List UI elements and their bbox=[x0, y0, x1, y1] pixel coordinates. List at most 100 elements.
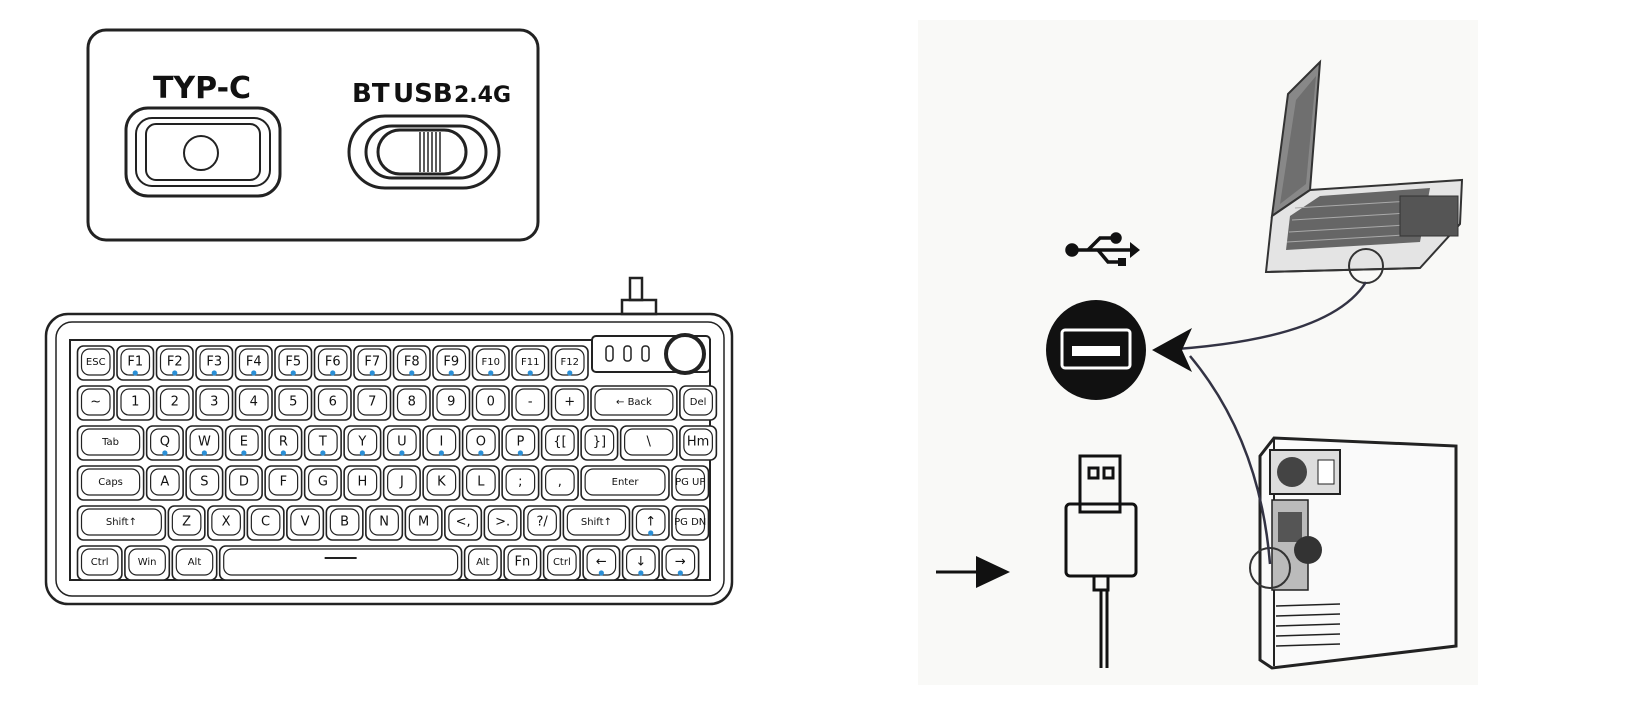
key-shift-[interactable]: Shift↑ bbox=[76, 505, 167, 541]
desktop-tower-icon bbox=[1249, 436, 1458, 670]
key--[interactable]: >. bbox=[483, 505, 522, 541]
key--[interactable]: ↓ bbox=[621, 545, 660, 581]
key-win[interactable]: Win bbox=[124, 545, 171, 581]
key-h[interactable]: H bbox=[343, 465, 382, 501]
key-label: R bbox=[279, 435, 288, 450]
key-0[interactable]: 0 bbox=[471, 385, 510, 421]
key-pg-up[interactable]: PG UP bbox=[671, 465, 710, 501]
key-k[interactable]: K bbox=[422, 465, 461, 501]
key-f10[interactable]: F10 bbox=[471, 345, 510, 381]
key-label: F9 bbox=[443, 355, 459, 370]
key-fn-marker bbox=[241, 450, 247, 456]
key-s[interactable]: S bbox=[185, 465, 224, 501]
key-label: 9 bbox=[447, 395, 455, 410]
key--[interactable]: ← bbox=[582, 545, 621, 581]
key-fn[interactable]: Fn bbox=[503, 545, 542, 581]
key--[interactable]: ~ bbox=[76, 385, 115, 421]
key-caps[interactable]: Caps bbox=[76, 465, 145, 501]
switch-panel-frame bbox=[86, 28, 540, 242]
key-3[interactable]: 3 bbox=[195, 385, 234, 421]
key-fn-marker bbox=[251, 370, 257, 376]
key-i[interactable]: I bbox=[422, 425, 461, 461]
key-l[interactable]: L bbox=[461, 465, 500, 501]
key-fn-marker bbox=[448, 370, 454, 376]
key-e[interactable]: E bbox=[224, 425, 263, 461]
key--[interactable]: - bbox=[511, 385, 550, 421]
key-label: Caps bbox=[98, 477, 123, 488]
key-f11[interactable]: F11 bbox=[511, 345, 550, 381]
key--[interactable]: \ bbox=[619, 425, 678, 461]
key-f4[interactable]: F4 bbox=[234, 345, 273, 381]
key--[interactable]: }] bbox=[580, 425, 619, 461]
key-shift-[interactable]: Shift↑ bbox=[562, 505, 631, 541]
key-f[interactable]: F bbox=[264, 465, 303, 501]
key-esc[interactable]: ESC bbox=[76, 345, 115, 381]
key--[interactable]: ; bbox=[501, 465, 540, 501]
key-fn-marker bbox=[320, 450, 326, 456]
key-2[interactable]: 2 bbox=[155, 385, 194, 421]
key-x[interactable]: X bbox=[207, 505, 246, 541]
key-7[interactable]: 7 bbox=[353, 385, 392, 421]
key-ctrl[interactable]: Ctrl bbox=[542, 545, 581, 581]
key-o[interactable]: O bbox=[461, 425, 500, 461]
key-fn-marker bbox=[648, 530, 654, 536]
key-del[interactable]: Del bbox=[679, 385, 718, 421]
key--[interactable]: ?/ bbox=[523, 505, 562, 541]
key-alt[interactable]: Alt bbox=[171, 545, 218, 581]
key-f1[interactable]: F1 bbox=[116, 345, 155, 381]
key-alt[interactable]: Alt bbox=[463, 545, 502, 581]
key-v[interactable]: V bbox=[286, 505, 325, 541]
key-4[interactable]: 4 bbox=[234, 385, 273, 421]
key-f12[interactable]: F12 bbox=[550, 345, 589, 381]
key-tab[interactable]: Tab bbox=[76, 425, 145, 461]
key--[interactable]: ↑ bbox=[631, 505, 670, 541]
key-enter[interactable]: Enter bbox=[580, 465, 670, 501]
key--[interactable]: + bbox=[550, 385, 589, 421]
key-pg-dn[interactable]: PG DN bbox=[671, 505, 710, 541]
key-9[interactable]: 9 bbox=[432, 385, 471, 421]
mode-slider-switch[interactable] bbox=[347, 114, 501, 190]
key--[interactable]: <, bbox=[444, 505, 483, 541]
key-q[interactable]: Q bbox=[145, 425, 184, 461]
key-c[interactable]: C bbox=[246, 505, 285, 541]
key-label: PG UP bbox=[675, 477, 705, 488]
key-a[interactable]: A bbox=[145, 465, 184, 501]
key-r[interactable]: R bbox=[264, 425, 303, 461]
key-label: Fn bbox=[514, 555, 530, 570]
key-g[interactable]: G bbox=[303, 465, 342, 501]
key-t[interactable]: T bbox=[303, 425, 342, 461]
key-6[interactable]: 6 bbox=[313, 385, 352, 421]
key-u[interactable]: U bbox=[382, 425, 421, 461]
key-hm[interactable]: Hm bbox=[679, 425, 718, 461]
key-f9[interactable]: F9 bbox=[432, 345, 471, 381]
key-f2[interactable]: F2 bbox=[155, 345, 194, 381]
key-f7[interactable]: F7 bbox=[353, 345, 392, 381]
key-ctrl[interactable]: Ctrl bbox=[76, 545, 123, 581]
key-label: Shift↑ bbox=[581, 517, 612, 528]
key-5[interactable]: 5 bbox=[274, 385, 313, 421]
key-y[interactable]: Y bbox=[343, 425, 382, 461]
key-z[interactable]: Z bbox=[167, 505, 206, 541]
key-f6[interactable]: F6 bbox=[313, 345, 352, 381]
key--back[interactable]: ← Back bbox=[590, 385, 678, 421]
key-f8[interactable]: F8 bbox=[392, 345, 431, 381]
key-label: }] bbox=[593, 435, 606, 450]
volume-knob[interactable] bbox=[664, 333, 706, 375]
key-f5[interactable]: F5 bbox=[274, 345, 313, 381]
key-d[interactable]: D bbox=[224, 465, 263, 501]
key--[interactable]: → bbox=[661, 545, 700, 581]
key-p[interactable]: P bbox=[501, 425, 540, 461]
key-1[interactable]: 1 bbox=[116, 385, 155, 421]
key-m[interactable]: M bbox=[404, 505, 443, 541]
key-fn-marker bbox=[677, 570, 683, 576]
key--[interactable]: {[ bbox=[540, 425, 579, 461]
key--[interactable]: , bbox=[540, 465, 579, 501]
key-f3[interactable]: F3 bbox=[195, 345, 234, 381]
key-8[interactable]: 8 bbox=[392, 385, 431, 421]
key-n[interactable]: N bbox=[365, 505, 404, 541]
key-w[interactable]: W bbox=[185, 425, 224, 461]
key-b[interactable]: B bbox=[325, 505, 364, 541]
key-space[interactable] bbox=[218, 545, 463, 581]
key-label: , bbox=[558, 475, 562, 490]
key-j[interactable]: J bbox=[382, 465, 421, 501]
